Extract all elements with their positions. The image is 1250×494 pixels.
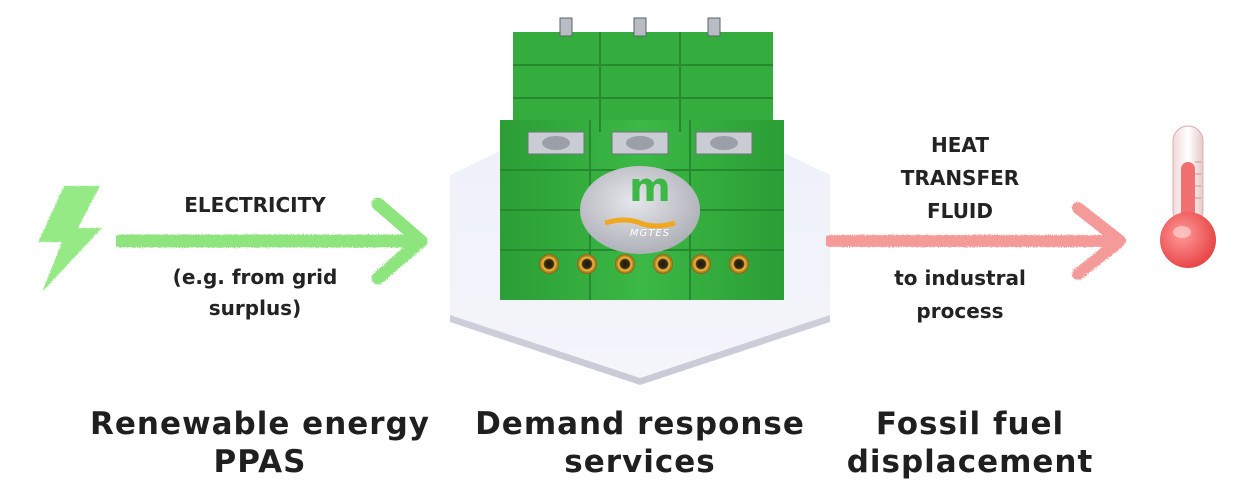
- electricity-arrow: [116, 197, 428, 285]
- green-storage-block: [500, 17, 784, 300]
- electricity-sub-1: (e.g. from grid: [172, 265, 338, 289]
- mgtes-logo-disc: [580, 166, 700, 254]
- heat-transfer-arrow: [826, 202, 1126, 280]
- right-caption-1: Fossil fuel: [875, 406, 1065, 442]
- heat-sub-1: to industral: [894, 266, 1026, 290]
- left-caption-1: Renewable energy: [90, 406, 430, 442]
- heat-label-1: HEAT: [931, 133, 989, 157]
- center-caption-2: services: [564, 444, 716, 480]
- mgtes-unit-illustration: [450, 17, 830, 385]
- electricity-sub-2: surplus): [208, 296, 302, 320]
- center-caption-1: Demand response: [475, 406, 805, 442]
- heat-sub-2: process: [916, 299, 1004, 323]
- heat-label-3: FLUID: [927, 199, 993, 223]
- port-row: [539, 254, 749, 274]
- heat-label-2: TRANSFER: [900, 166, 1020, 190]
- electricity-label: ELECTRICITY: [184, 193, 326, 217]
- left-caption-2: PPAS: [213, 444, 307, 480]
- lightning-bolt-icon: [38, 186, 102, 292]
- right-caption-2: displacement: [846, 444, 1094, 480]
- mgtes-logo-text: MGTES: [629, 228, 671, 239]
- thermometer-icon: [1160, 125, 1216, 268]
- mgtes-logo-letter: m: [629, 165, 671, 211]
